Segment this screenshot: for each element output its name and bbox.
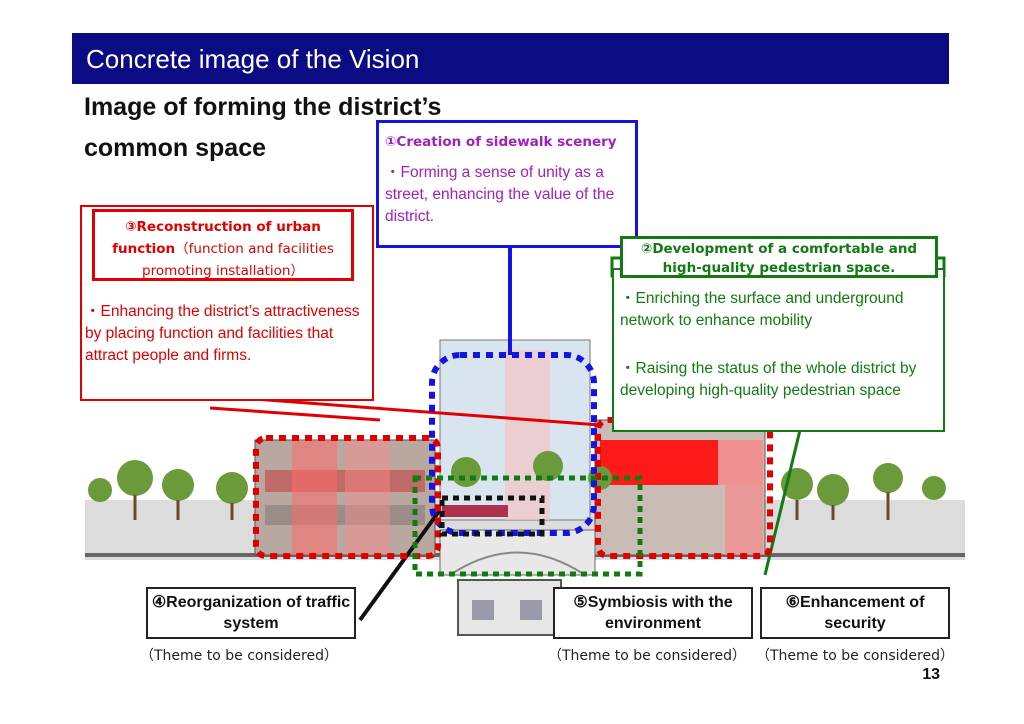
environment-theme-box: ⑤Symbiosis with the environment xyxy=(553,587,753,639)
pedestrian-space-heading: ②Development of a comfortable and high-q… xyxy=(620,236,938,278)
security-theme-box: ⑥Enhancement of security xyxy=(760,587,950,639)
sidewalk-scenery-heading: ①Creation of sidewalk scenery xyxy=(385,134,617,150)
environment-theme-note: （Theme to be considered） xyxy=(548,648,746,664)
subtitle-line-1: Image of forming the district’s xyxy=(84,93,442,121)
urban-function-subheading: （function and facilities promoting insta… xyxy=(142,241,334,279)
sidewalk-scenery-body: ・Forming a sense of unity as a street, e… xyxy=(385,164,615,225)
urban-function-box: ③Reconstruction of urban function（functi… xyxy=(80,205,374,401)
urban-function-heading-frame: ③Reconstruction of urban function（functi… xyxy=(92,209,354,281)
security-theme-note: （Theme to be considered） xyxy=(756,648,954,664)
urban-function-heading: ③Reconstruction of urban function xyxy=(112,219,321,257)
page-title: Concrete image of the Vision xyxy=(86,44,420,74)
sidewalk-scenery-box: ①Creation of sidewalk scenery ・Forming a… xyxy=(376,120,638,248)
urban-function-body: ・Enhancing the district’s attractiveness… xyxy=(85,303,360,364)
subtitle-line-2: common space xyxy=(84,134,267,162)
title-bar xyxy=(72,33,949,84)
pedestrian-space-box: ・Enriching the surface and underground n… xyxy=(612,268,945,432)
traffic-system-theme-box: ④Reorganization of traffic system xyxy=(146,587,356,639)
traffic-theme-note: （Theme to be considered） xyxy=(140,648,338,664)
pedestrian-space-body-2: ・Raising the status of the whole distric… xyxy=(620,360,917,399)
pedestrian-space-body-1: ・Enriching the surface and underground n… xyxy=(620,290,904,329)
page-number: 13 xyxy=(922,666,940,683)
